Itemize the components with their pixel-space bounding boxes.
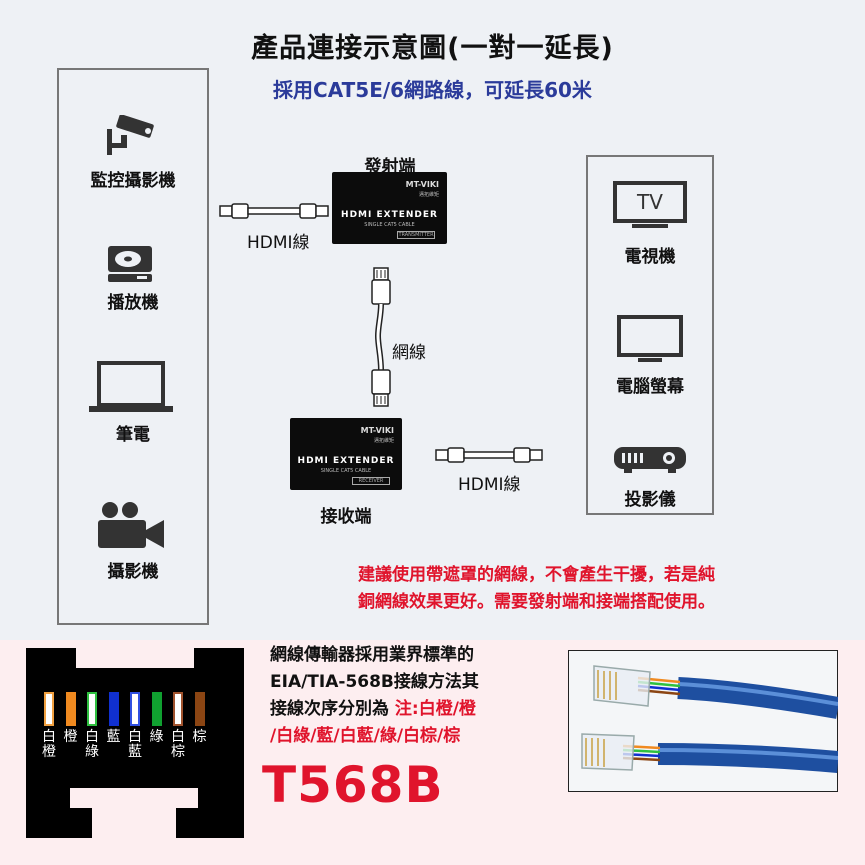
wiring-pin-label-top: 白 [42, 729, 56, 745]
standard-line1: 網線傳輸器採用業界標準的 [270, 645, 474, 665]
tv-icon [613, 181, 687, 228]
video-camera-icon [98, 502, 164, 548]
display-label-monitor: 電腦螢幕 [616, 377, 684, 397]
hdmi-cable-out [435, 447, 543, 463]
wiring-pin-5 [130, 692, 140, 726]
source-label-laptop: 筆電 [116, 425, 150, 445]
display-label-projector: 投影儀 [624, 490, 676, 510]
source-devices-panel [57, 68, 209, 625]
transmitter-name: HDMI EXTENDER [341, 210, 438, 220]
page-subtitle: 採用CAT5E/6網路線，可延長60米 [273, 78, 592, 102]
laptop-icon [89, 361, 173, 412]
usage-note: 建議使用帶遮罩的網線，不會產生干擾，若是純 銅網線效果更好。需要發射端和接端搭配… [358, 562, 858, 616]
standard-line3: 接線次序分別為 注:白橙/橙 [270, 696, 570, 723]
transmitter-brand: MT-VIKI [405, 180, 439, 189]
wiring-pin-7 [173, 692, 183, 726]
standard-line2: EIA/TIA-568B接線方法其 [270, 672, 479, 692]
hdmi-cable-out-label: HDMI線 [458, 475, 521, 495]
wiring-pin-stripe [48, 698, 50, 720]
receiver-brand: MT-VIKI [360, 426, 394, 435]
display-label-tv: 電視機 [624, 247, 676, 267]
network-cable-photo [568, 650, 838, 792]
source-label-disc-player: 播放機 [107, 293, 159, 313]
wiring-pin-label-bottom: 橙 [42, 744, 56, 760]
wiring-pin-3 [87, 692, 97, 726]
network-cable-label: 網線 [392, 343, 426, 363]
receiver-tag: RECEIVER [352, 477, 390, 485]
t568b-title: T568B [262, 756, 444, 814]
receiver-sub: SINGLE CAT5 CABLE [320, 468, 372, 474]
network-cable [371, 267, 391, 407]
transmitter-box: MT-VIKI 邁拓維矩 HDMI EXTENDER SINGLE CAT5 C… [332, 172, 447, 244]
standard-line4-order: /白綠/藍/白藍/綠/白棕/棕 [270, 726, 461, 746]
wiring-pin-label-top: 白 [128, 729, 142, 745]
monitor-icon [617, 315, 683, 362]
wiring-pin-label-bottom: 棕 [171, 744, 185, 760]
wiring-pin-label-top: 棕 [192, 729, 207, 745]
security-camera-icon [107, 115, 154, 155]
wiring-pin-4 [108, 692, 119, 726]
standard-line3-order: 注:白橙/橙 [394, 699, 476, 719]
standard-text: 網線傳輸器採用業界標準的 EIA/TIA-568B接線方法其 接線次序分別為 注… [270, 642, 570, 750]
display-devices-panel [586, 155, 714, 515]
transmitter-tag: TRANSMITTER [397, 231, 435, 239]
wiring-pin-label-bottom: 綠 [85, 744, 99, 760]
wiring-pin-1 [44, 692, 54, 726]
transmitter-brand-sub: 邁拓維矩 [418, 192, 439, 198]
usage-note-line1: 建議使用帶遮罩的網線，不會產生干擾，若是純 [358, 565, 715, 585]
wiring-pin-label-top: 藍 [106, 729, 121, 745]
tv-glyph: TV [637, 190, 663, 214]
hdmi-cable-in-label: HDMI線 [247, 233, 310, 253]
wiring-pin-8 [194, 692, 205, 726]
wiring-pin-stripe [91, 698, 93, 720]
receiver-label: 接收端 [320, 507, 372, 527]
disc-player-icon [108, 246, 152, 282]
wiring-pin-label-top: 綠 [149, 729, 164, 745]
page-title: 產品連接示意圖(一對一延長) [251, 33, 614, 64]
source-label-security-camera: 監控攝影機 [90, 171, 176, 191]
wiring-pins: 白橙橙白綠藍白藍綠白棕棕 [42, 692, 224, 772]
wiring-pin-label-top: 白 [85, 729, 99, 745]
receiver-name: HDMI EXTENDER [297, 456, 395, 466]
wiring-pin-label-top: 白 [171, 729, 185, 745]
wiring-pin-label-bottom: 藍 [128, 744, 142, 760]
wiring-pin-stripe [177, 698, 179, 720]
standard-line3-prefix: 接線次序分別為 [270, 699, 395, 719]
wiring-pin-stripe [134, 698, 136, 720]
wiring-pin-6 [151, 692, 162, 726]
receiver-box: MT-VIKI 邁拓維矩 HDMI EXTENDER SINGLE CAT5 C… [290, 418, 402, 490]
source-label-video-camera: 攝影機 [107, 562, 159, 582]
projector-icon [614, 447, 686, 473]
transmitter-sub: SINGLE CAT5 CABLE [364, 222, 415, 228]
receiver-brand-sub: 邁拓維矩 [373, 438, 394, 444]
wiring-pin-label-top: 橙 [63, 729, 78, 745]
hdmi-cable-in [219, 203, 329, 219]
wiring-pin-2 [65, 692, 76, 726]
usage-note-line2: 銅網線效果更好。需要發射端和接端搭配使用。 [358, 592, 715, 612]
